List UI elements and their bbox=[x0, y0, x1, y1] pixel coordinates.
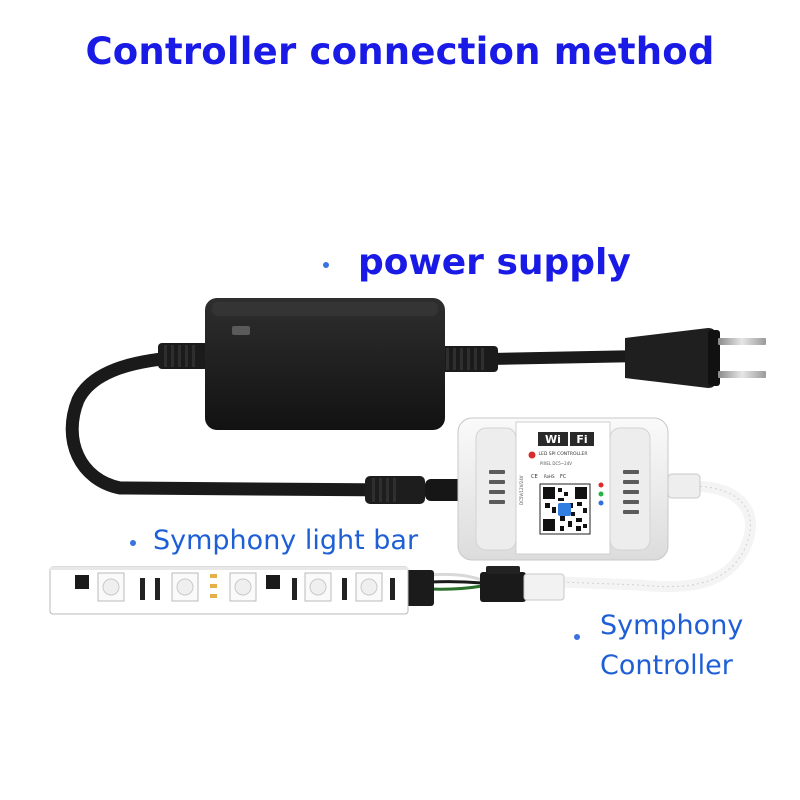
light-bar-label: Symphony light bar bbox=[153, 525, 419, 556]
controller-output-cable bbox=[554, 473, 756, 593]
led-chip bbox=[75, 572, 125, 602]
led-chip bbox=[304, 572, 332, 602]
led-chip bbox=[229, 572, 257, 602]
controller-label-line2: Controller bbox=[600, 650, 733, 681]
spec-label: PIXEL DC5~24V bbox=[540, 461, 572, 466]
wifi-label-left: Wi bbox=[545, 433, 561, 446]
side-voltage-label: DC5V/12V/24V bbox=[519, 475, 524, 505]
led-chip bbox=[355, 572, 383, 602]
model-label: LED SPI CONTROLLER bbox=[538, 451, 587, 457]
dc-cable bbox=[65, 343, 412, 497]
strip-connector bbox=[404, 566, 565, 606]
power-supply-bullet-icon bbox=[323, 262, 329, 268]
dc-barrel-plug bbox=[365, 476, 469, 504]
mark-ce: CE bbox=[531, 474, 538, 480]
ac-cable bbox=[434, 346, 646, 372]
controller-bullet-icon bbox=[574, 634, 580, 640]
symphony-controller: Wi Fi LED SPI CONTROLLER PIXEL DC5~24V C… bbox=[457, 417, 669, 561]
wall-plug bbox=[625, 328, 766, 388]
mark-rohs: RoHS bbox=[544, 474, 555, 479]
controller-label-line1: Symphony bbox=[600, 610, 744, 641]
page-title: Controller connection method bbox=[85, 30, 715, 73]
light-bar-bullet-icon bbox=[130, 540, 136, 546]
wifi-label-right: Fi bbox=[576, 433, 587, 446]
symphony-light-bar bbox=[49, 566, 409, 615]
power-supply-label: power supply bbox=[358, 242, 631, 283]
led-chip bbox=[171, 572, 199, 602]
mark-fc: FC bbox=[560, 474, 567, 480]
power-adapter bbox=[205, 298, 445, 430]
qr-code-icon bbox=[539, 483, 591, 535]
